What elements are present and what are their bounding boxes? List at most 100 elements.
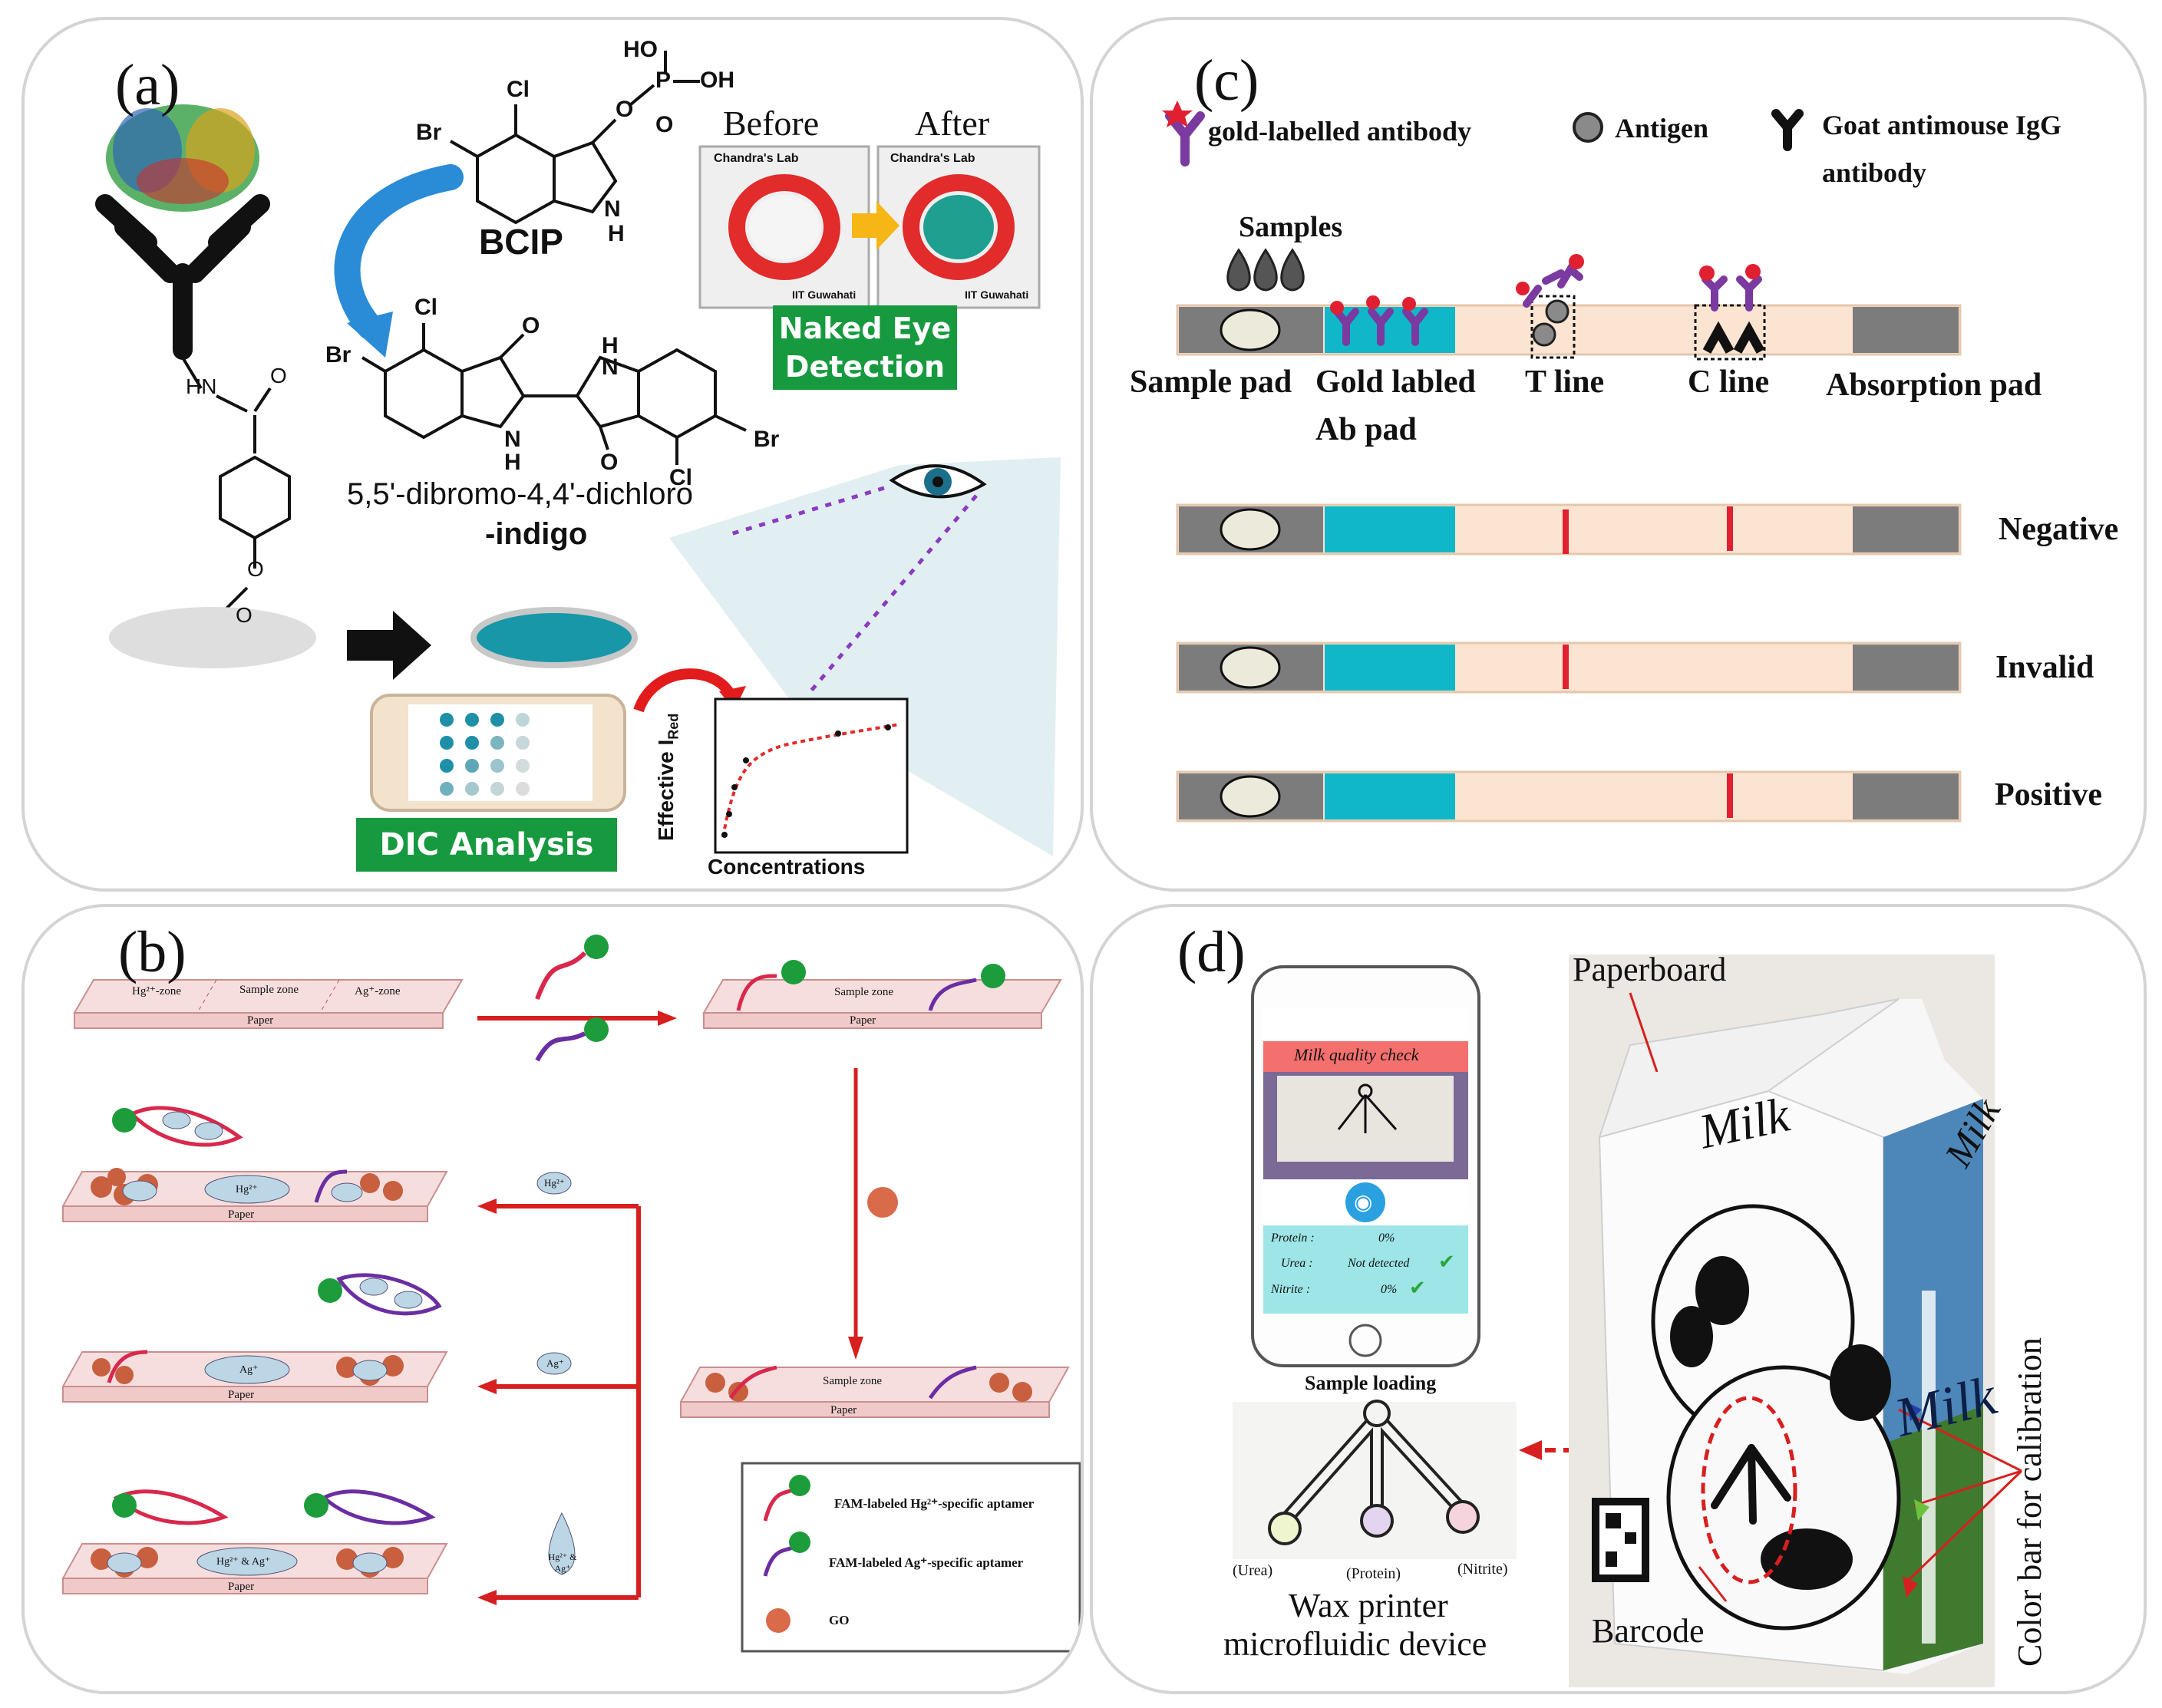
paper-label-5: Paper [228, 1581, 255, 1593]
atom-p: P [655, 68, 672, 93]
ion-hg-center: Hg²⁺ [236, 1184, 258, 1195]
indigo-structure [361, 323, 747, 465]
panel-b-label: (b) [118, 920, 186, 984]
lab-name-after: Chandra's Lab [890, 152, 975, 165]
atom-o3: O [522, 313, 540, 338]
lab-place-before: IIT Guwahati [792, 289, 857, 301]
black-arrow [347, 611, 431, 680]
lab-place-after: IIT Guwahati [965, 289, 1029, 301]
zone-sample-label: Sample zone [239, 984, 299, 996]
reaction-arrow [334, 164, 464, 340]
legend-goat-line2: antibody [1822, 157, 1927, 188]
strip-gold-stars [1330, 254, 1761, 315]
color-bar-label: Color bar for calibration [2011, 1337, 2048, 1667]
panel-a-graphics [95, 51, 1061, 856]
positive-strip [1176, 770, 1962, 823]
atom-h3: H [504, 450, 521, 475]
panel-a: (a) Before After Chandra's Lab Chandra's… [21, 17, 1084, 892]
zone-sample-label-2: Sample zone [834, 986, 894, 998]
absorption-pad-label: Absorption pad [1826, 368, 2042, 403]
ion-ag-center: Ag⁺ [239, 1364, 259, 1376]
zone-hg-label: Hg²⁺-zone [132, 985, 182, 997]
paper-strip-result [679, 1365, 1070, 1418]
atom-o5: O [270, 364, 287, 387]
app-title: Milk quality check [1294, 1045, 1419, 1064]
sample-pad-label: Sample pad [1130, 364, 1292, 400]
gold-pad-line1: Gold labled [1315, 364, 1476, 400]
invalid-label: Invalid [1995, 650, 2094, 685]
atom-o6: O [247, 557, 264, 581]
paper-strip-ag [61, 1350, 448, 1403]
main-strip [1176, 295, 1962, 361]
graph-x-label: Concentrations [708, 855, 866, 879]
panel-a-label: (a) [115, 53, 180, 117]
atom-cl2: Cl [414, 295, 437, 320]
legend-goat-line1: Goat antimouse IgG [1822, 110, 2062, 140]
panel-c: (c) gold-labelled antibody Antigen Goat … [1090, 17, 2147, 892]
wax-printer-line1: Wax printer [1289, 1587, 1448, 1624]
paper-label-3: Paper [228, 1208, 255, 1221]
nitrite-check-icon: ✔ [1409, 1277, 1426, 1299]
atom-n2: N [602, 354, 619, 380]
atom-hn: HN [186, 374, 217, 398]
graph-y-label: Effective IRed [654, 714, 682, 841]
atom-h1: H [608, 221, 625, 246]
gold-antibody-icon [1162, 101, 1205, 167]
antibody-icon [95, 194, 270, 360]
dic-analysis-box: DIC Analysis [356, 818, 617, 872]
samples-label: Samples [1239, 211, 1343, 243]
product-name-line2: -indigo [485, 517, 588, 551]
negative-strip [1176, 503, 1962, 556]
atom-ho: HO [623, 37, 658, 62]
urea-value: Not detected [1348, 1257, 1410, 1270]
nitrite-label: Nitrite : [1271, 1283, 1311, 1296]
drop-ions: Hg²⁺ & Ag⁺ [548, 1551, 577, 1574]
positive-label: Positive [1995, 777, 2102, 813]
ion-ag-bubble: Ag⁺ [546, 1357, 564, 1369]
paper-strip-hg-ag [61, 1543, 448, 1594]
c-line-label: C line [1688, 364, 1770, 400]
negative-label: Negative [1999, 512, 2119, 547]
atom-n1: N [604, 196, 621, 222]
ion-hg-ag-center: Hg²⁺ & Ag⁺ [216, 1556, 271, 1568]
milk-carton [1569, 955, 1995, 1687]
panel-c-label: (c) [1194, 48, 1259, 113]
dic-dots [440, 713, 530, 796]
atom-o1: O [616, 97, 634, 122]
legend-ag-aptamer: FAM-labeled Ag⁺-specific aptamer [829, 1555, 1024, 1570]
go-particle [867, 1187, 898, 1218]
before-card [698, 145, 870, 309]
paper-strip-initial [73, 979, 464, 1029]
legend-go: GO [829, 1613, 850, 1627]
panel-c-graphics [1162, 101, 1962, 823]
protein-value: 0% [1378, 1232, 1395, 1245]
blue-dish [470, 607, 638, 668]
camera-icon: ◉ [1354, 1191, 1373, 1215]
yellow-arrow [852, 201, 899, 250]
zone-sample-label-3: Sample zone [823, 1375, 883, 1387]
naked-eye-line1: Naked Eye [778, 312, 952, 345]
atom-h2: H [602, 333, 619, 358]
ion-hg-bubble: Hg²⁺ [544, 1177, 565, 1189]
paperboard-label: Paperboard [1573, 951, 1727, 988]
urea-check-icon: ✔ [1438, 1251, 1455, 1273]
zone-ag-label: Ag⁺-zone [355, 985, 401, 997]
after-label: After [915, 104, 990, 143]
atom-n3: N [504, 427, 521, 452]
naked-eye-box: Naked Eye Detection [773, 305, 957, 390]
urea-label: Urea : [1281, 1257, 1313, 1270]
invalid-strip [1176, 641, 1962, 694]
legend-gold-antibody: gold-labelled antibody [1208, 116, 1472, 147]
atom-o7: O [236, 603, 253, 627]
barcode-label: Barcode [1592, 1612, 1705, 1650]
atom-oh: OH [700, 68, 734, 93]
light-cone [669, 457, 1061, 856]
legend-hg-aptamer: FAM-labeled Hg²⁺-specific aptamer [834, 1496, 1035, 1511]
paper-strip-aptamer [702, 974, 1062, 1029]
gold-pad-line2: Ab pad [1315, 412, 1417, 447]
enzyme-structure [106, 104, 259, 212]
protein-label: Protein : [1271, 1232, 1315, 1245]
graph-y-sub: Red [665, 713, 682, 740]
product-name-line1: 5,5'-dibromo-4,4'-dichloro [347, 477, 694, 511]
paper-strip-hg [61, 1168, 448, 1222]
